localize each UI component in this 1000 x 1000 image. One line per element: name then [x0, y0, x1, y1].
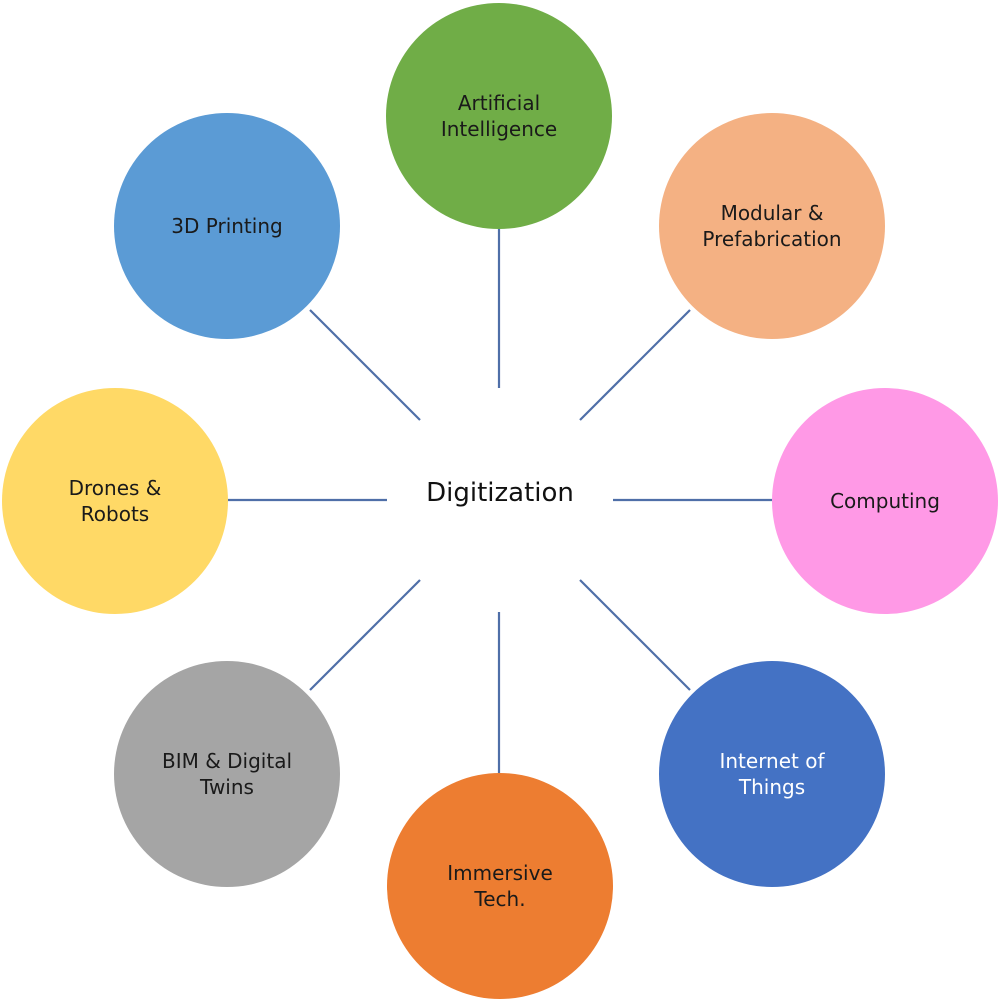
node-internet-of-things: Internet of Things: [659, 661, 885, 887]
connector-modular: [579, 309, 691, 421]
center-label: Digitization: [426, 478, 574, 508]
connector-iot: [579, 579, 691, 691]
node-immersive-tech: Immersive Tech.: [387, 773, 613, 999]
node-artificial-intelligence: Artificial Intelligence: [386, 3, 612, 229]
node-label: Immersive Tech.: [447, 861, 553, 911]
node-label: 3D Printing: [171, 214, 283, 238]
node-label: Internet of Things: [719, 749, 825, 799]
node-label: BIM & Digital Twins: [161, 749, 293, 799]
connector-3d: [309, 309, 421, 421]
connector-bim: [309, 579, 421, 691]
node-modular-prefabrication: Modular & Prefabrication: [659, 113, 885, 339]
node-label: Drones & Robots: [68, 476, 162, 526]
node-label: Modular & Prefabrication: [702, 201, 842, 251]
node-label: Artificial Intelligence: [440, 91, 558, 141]
node-bim-digital-twins: BIM & Digital Twins: [114, 661, 340, 887]
node-3d-printing: 3D Printing: [114, 113, 340, 339]
node-computing: Computing: [772, 388, 998, 614]
node-drones-robots: Drones & Robots: [2, 388, 228, 614]
node-label: Computing: [830, 489, 940, 513]
